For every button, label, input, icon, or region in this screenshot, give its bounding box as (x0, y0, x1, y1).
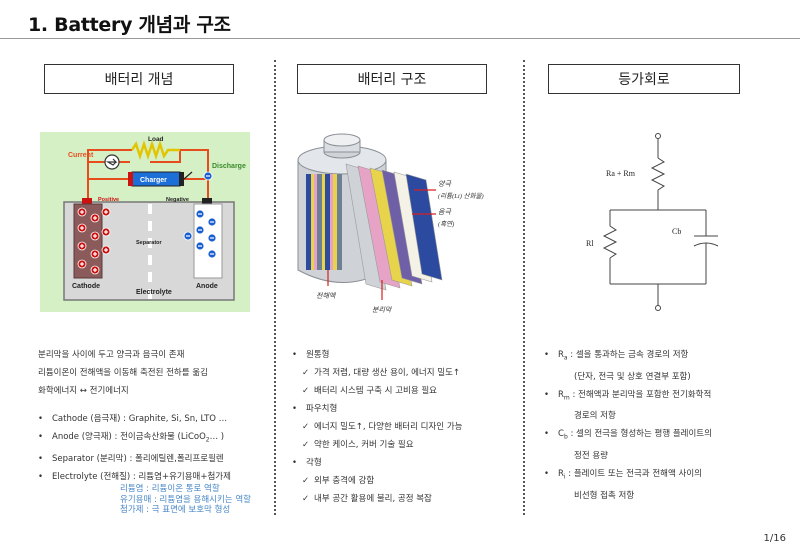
list-item: •Rm : 전해액과 분리막을 포함한 전기화학적 (544, 389, 712, 402)
list-item: ✓가격 저렴, 대량 생산 용이, 에너지 밀도↑ (302, 368, 461, 378)
label-negative-detail: (흑연) (438, 220, 454, 228)
column-divider-2 (523, 60, 525, 515)
label-current: Current (68, 152, 94, 159)
concept-materials-list: •Cathode (음극재) : Graphite, Si, Sn, LTO …… (38, 410, 231, 486)
list-item-continuation: 정전 용량 (574, 451, 608, 462)
structure-types-list: •원통형 ✓가격 저렴, 대량 생산 용이, 에너지 밀도↑ ✓배터리 시스템 … (292, 346, 462, 508)
list-item-continuation: 비선형 접촉 저항 (574, 490, 635, 501)
group-title: •파우치형 (292, 404, 338, 414)
load-resistor (130, 140, 180, 160)
title-divider (0, 38, 800, 39)
label-negative-electrode: 음극 (438, 208, 451, 216)
label-load: Load (148, 136, 164, 143)
battery-concept-diagram: Load Current Discharge Charger Positive … (40, 132, 250, 312)
label-discharge: Discharge (212, 163, 246, 170)
list-item: ✓외부 충격에 강함 (302, 476, 375, 486)
negative-sheet (405, 173, 443, 281)
column-divider-1 (274, 60, 276, 515)
note-line: 유기용매 : 리튬염을 용해시키는 역할 (120, 494, 251, 505)
list-item: •Cathode (음극재) : Graphite, Si, Sn, LTO … (38, 414, 228, 424)
list-item-continuation: (단자, 전극 및 상호 연결부 포함) (574, 371, 691, 382)
positive-terminal (82, 198, 92, 204)
label-charger: Charger (140, 177, 167, 184)
label-anode: Anode (196, 283, 218, 290)
list-item: ✓배터리 시스템 구축 시 고비용 필요 (302, 386, 437, 396)
label-positive-detail: (리튬(Li) 산화물) (438, 192, 484, 200)
label-separator-structure: 분리막 (372, 306, 393, 314)
label-positive: Positive (98, 197, 119, 203)
page-number: 1/16 (763, 533, 786, 544)
terminal-bottom (655, 305, 661, 311)
terminal-top (655, 133, 661, 139)
list-item: ✓에너지 밀도↑, 다양한 배터리 디자인 가능 (302, 422, 463, 432)
list-item: •Separator (분리막) : 폴리에틸렌,폴리프로필렌 (38, 453, 224, 464)
battery-structure-diagram: 양극 (리튬(Li) 산화물) 음극 (흑연) 전해액 분리막 (297, 133, 484, 314)
concept-description: 분리막을 사이에 두고 양극과 음극이 존재 리튬이온이 전해액을 이동해 축전… (38, 346, 208, 400)
circuit-description-list: •Ra : 셀을 통과하는 금속 경로의 저항 (단자, 전극 및 상호 연결부… (544, 346, 712, 505)
label-electrolyte-structure: 전해액 (316, 292, 337, 300)
label-separator: Separator (136, 240, 163, 246)
list-item: •Electrolyte (전해질) : 리튬염+유기용매+첨가제 (38, 471, 231, 482)
list-item-continuation: 경로의 저항 (574, 411, 616, 422)
concept-line: 리튬이온이 전해액을 이동해 축전된 전하를 옮김 (38, 368, 208, 378)
list-item: •Cb : 셀의 전극을 형성하는 평행 플레이트의 (544, 429, 712, 442)
label-positive-electrode: 양극 (438, 180, 451, 188)
resistor-rl (602, 225, 618, 259)
list-item: ✓약한 케이스, 커버 기술 필요 (302, 440, 414, 450)
concept-line: 화학에너지 ↔ 전기에너지 (38, 386, 129, 396)
wire-right (180, 149, 209, 198)
concept-line: 분리막을 사이에 두고 양극과 음극이 존재 (38, 350, 185, 360)
group-title: •원통형 (292, 350, 330, 360)
note-line: 리튬염 : 리튬이온 통로 역할 (120, 484, 220, 494)
equivalent-circuit-diagram: Ra + Rm Rl Cb (586, 133, 719, 311)
list-item: •Ri : 플레이트 또는 전극과 전해액 사이의 (544, 469, 702, 481)
label-negative: Negative (166, 197, 189, 203)
resistor-ra-rm (650, 157, 666, 191)
negative-terminal (202, 198, 212, 204)
list-item: •Anode (양극재) : 전이금속산화물 (LiCoO2… ) (38, 432, 225, 444)
note-line: 첨가제 : 극 표면에 보호막 형성 (120, 505, 231, 515)
header-equivalent-circuit: 등가회로 (548, 64, 740, 94)
electrode-layers (306, 174, 342, 270)
header-concept: 배터리 개념 (44, 64, 234, 94)
label-electrolyte: Electrolyte (136, 289, 172, 296)
label-rl: Rl (586, 239, 594, 248)
label-ra-rm: Ra + Rm (606, 169, 636, 178)
label-cb: Cb (672, 227, 681, 236)
list-item: •Ra : 셀을 통과하는 금속 경로의 저항 (544, 350, 689, 362)
header-structure: 배터리 구조 (297, 64, 487, 94)
group-title: •각형 (292, 458, 322, 468)
list-item: ✓내부 공간 활용에 불리, 공정 복잡 (302, 494, 432, 504)
label-cathode: Cathode (72, 283, 100, 290)
page-title: 1. Battery 개념과 구조 (28, 14, 231, 36)
electrolyte-notes: 리튬염 : 리튬이온 통로 역할 유기용매 : 리튬염을 용해시키는 역할 첨가… (120, 484, 251, 516)
